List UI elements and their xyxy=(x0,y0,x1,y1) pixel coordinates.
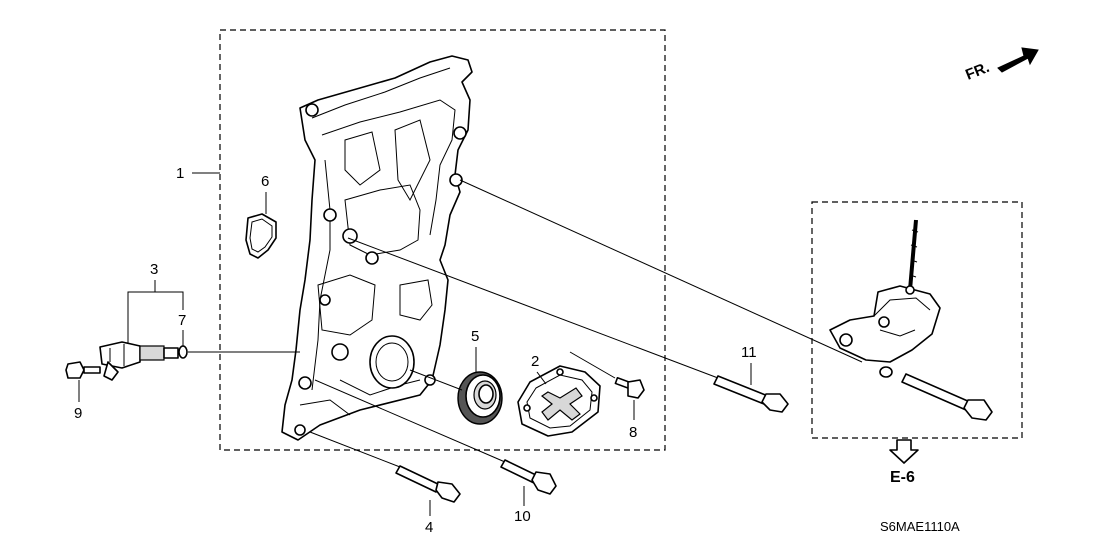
reference-frame xyxy=(811,201,1023,439)
assembly-leader xyxy=(459,179,863,363)
callout-3-bracket xyxy=(127,291,184,343)
sensor-bolt[interactable] xyxy=(65,361,101,379)
callout-1[interactable]: 1 xyxy=(176,165,184,182)
flange-bolt-4[interactable] xyxy=(309,431,461,503)
front-direction-indicator: FR. xyxy=(963,47,1039,84)
oil-seal[interactable] xyxy=(457,371,503,425)
flange-bolt-11[interactable] xyxy=(347,237,789,413)
chain-case[interactable] xyxy=(281,55,473,441)
callout-9[interactable]: 9 xyxy=(74,405,82,422)
callout-6[interactable]: 6 xyxy=(261,173,269,190)
callout-7[interactable]: 7 xyxy=(178,312,186,329)
callout-10[interactable]: 10 xyxy=(514,508,531,525)
chain-case-frame xyxy=(219,29,666,451)
reference-label[interactable]: E-6 xyxy=(890,469,915,486)
callout-8[interactable]: 8 xyxy=(629,424,637,441)
callout-2[interactable]: 2 xyxy=(531,353,539,370)
sensor-assembly[interactable] xyxy=(99,341,179,381)
flange-bolt-10[interactable] xyxy=(314,379,557,495)
callout-2-leader xyxy=(536,371,547,385)
o-ring-small[interactable] xyxy=(178,345,188,359)
callout-3[interactable]: 3 xyxy=(150,261,158,278)
reference-arrow-icon xyxy=(889,439,919,464)
o-ring-gasket[interactable] xyxy=(245,213,277,259)
small-bolt[interactable] xyxy=(614,376,645,399)
front-arrow-icon xyxy=(997,47,1039,73)
diagram-code: S6MAE1110A xyxy=(880,519,960,534)
direction-label: FR. xyxy=(963,59,992,84)
mount-bracket[interactable] xyxy=(829,219,941,378)
callout-4[interactable]: 4 xyxy=(425,519,433,536)
bracket-bolt[interactable] xyxy=(901,373,993,421)
callout-11[interactable]: 11 xyxy=(741,344,757,361)
callout-5[interactable]: 5 xyxy=(471,328,479,345)
cover-plate[interactable] xyxy=(517,365,601,437)
